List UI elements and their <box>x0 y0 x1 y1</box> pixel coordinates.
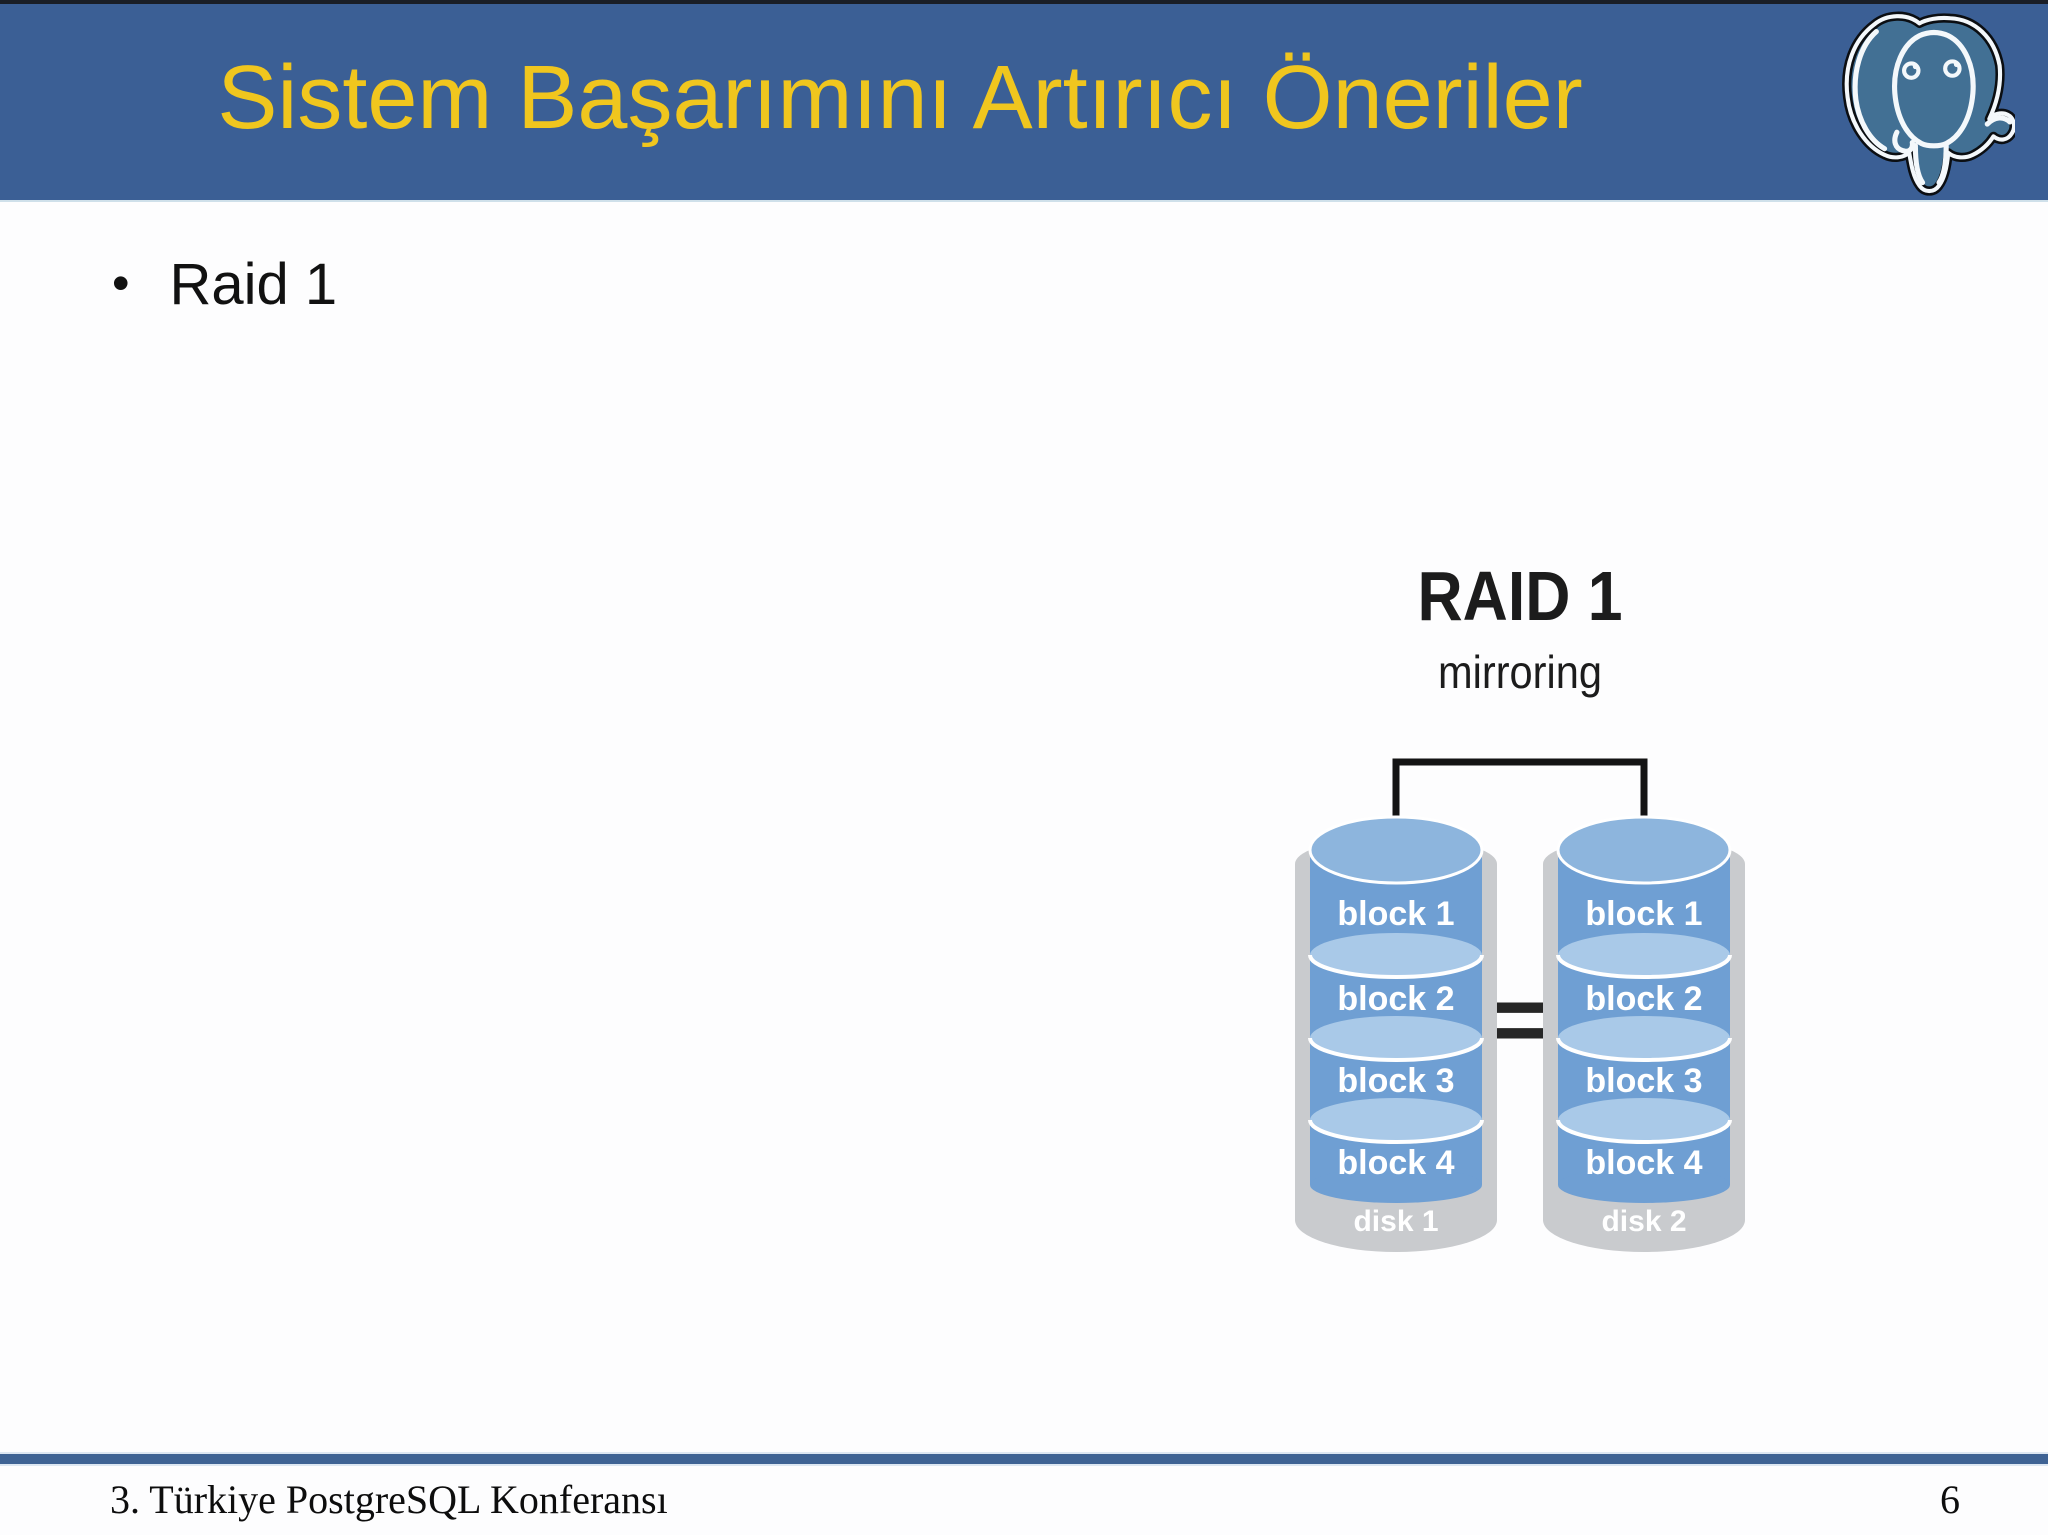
disk2-block3-label: block 3 <box>1585 1062 1702 1100</box>
disk1-block4-label: block 4 <box>1337 1144 1454 1182</box>
footer-page-number: 6 <box>1940 1477 1960 1522</box>
disk1-block3-label: block 3 <box>1337 1062 1454 1100</box>
header-bar: Sistem Başarımını Artırıcı Öneriler <box>0 4 2048 202</box>
footer-rule <box>0 1454 2048 1464</box>
diagram-subtitle: mirroring <box>1438 646 1602 698</box>
postgresql-logo-icon <box>1842 11 2015 196</box>
elephant-eyes <box>1902 59 1962 80</box>
equals-sign: = <box>1493 966 1549 1073</box>
title-wrap: Sistem Başarımını Artırıcı Öneriler <box>0 4 1800 200</box>
disk2-block1-label: block 1 <box>1585 895 1702 933</box>
disk-1: block 1 block 2 block 3 block 4 disk 1 <box>1295 815 1497 1252</box>
top-rule <box>0 0 2048 4</box>
bullet-dot: • <box>112 254 130 311</box>
disk2-block4-label: block 4 <box>1585 1144 1702 1182</box>
disk-2: block 1 block 2 block 3 block 4 disk 2 <box>1543 815 1745 1252</box>
elephant-line-art <box>1852 29 2013 186</box>
disk2-name-label: disk 2 <box>1601 1205 1686 1238</box>
page-title: Sistem Başarımını Artırıcı Öneriler <box>217 48 1583 148</box>
disk1-block2-label: block 2 <box>1337 980 1454 1018</box>
footer-conference-text: 3. Türkiye PostgreSQL Konferansı <box>110 1477 668 1522</box>
raid1-diagram: RAID 1 mirroring block 1 block 2 block 3… <box>1295 557 1745 1252</box>
disk1-name-label: disk 1 <box>1353 1205 1438 1238</box>
disk1-block1-label: block 1 <box>1337 895 1454 933</box>
elephant-inner-outline <box>1844 14 2015 194</box>
disk2-block2-label: block 2 <box>1585 980 1702 1018</box>
mirror-bracket-line <box>1392 758 1648 848</box>
bullet-text: Raid 1 <box>169 252 338 317</box>
bullet-item-raid1: • Raid 1 <box>112 252 337 319</box>
diagram-title: RAID 1 <box>1418 557 1623 635</box>
